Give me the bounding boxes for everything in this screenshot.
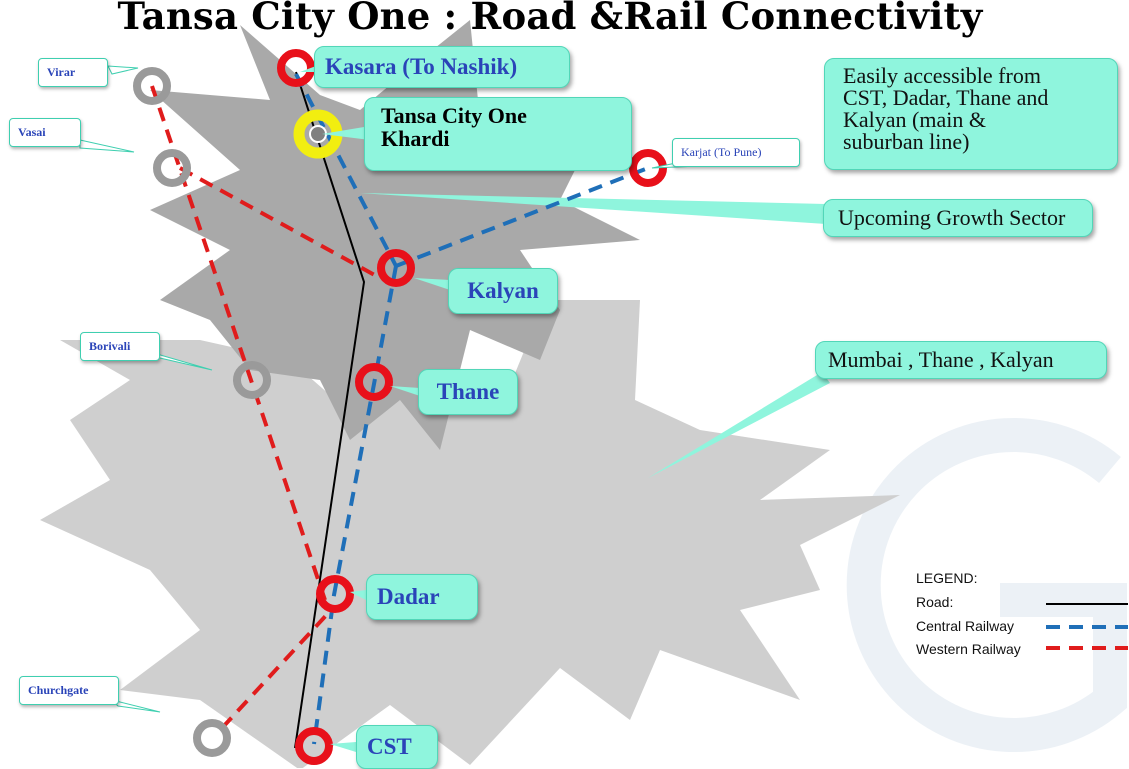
page-title: Tansa City One : Road &Rail Connectivity <box>117 0 983 38</box>
mumbai-region-shape <box>40 300 900 768</box>
mumbai-callout-pointer <box>648 372 830 478</box>
station-callout-pointers <box>300 66 450 752</box>
growth-callout-pointer <box>360 193 826 224</box>
station-label-churchgate: Churchgate <box>19 676 119 705</box>
western-station-rings <box>133 67 271 757</box>
station-label-kasara: Kasara (To Nashik) <box>314 46 570 88</box>
growth-sector-callout: Upcoming Growth Sector <box>823 199 1093 237</box>
station-label-kalyan: Kalyan <box>448 268 558 314</box>
access-line-4: suburban line) <box>843 129 970 154</box>
station-label-borivali: Borivali <box>80 332 160 361</box>
legend-road-label: Road: <box>916 594 954 610</box>
access-line-1: Easily accessible from <box>843 63 1041 88</box>
access-line-3: Kalyan (main & <box>843 107 986 132</box>
station-label-tansa: Tansa City One Khardi <box>364 97 632 171</box>
station-label-virar: Virar <box>38 58 108 87</box>
station-label-thane: Thane <box>418 369 518 415</box>
mumbai-callout: Mumbai , Thane , Kalyan <box>815 341 1107 379</box>
western-railway <box>150 85 381 730</box>
legend-central-label: Central Railway <box>916 618 1015 634</box>
central-railway <box>294 73 649 745</box>
station-label-dadar: Dadar <box>366 574 478 620</box>
tansa-label-line2: Khardi <box>381 126 450 151</box>
station-label-cst: CST <box>356 725 438 769</box>
station-label-karjat: Karjat (To Pune) <box>672 138 800 167</box>
accessibility-callout: Easily accessible from CST, Dadar, Thane… <box>824 58 1118 170</box>
access-line-2: CST, Dadar, Thane and <box>843 85 1049 110</box>
legend-heading: LEGEND: <box>916 570 978 586</box>
tansa-label-line1: Tansa City One <box>381 103 527 128</box>
watermark-logo <box>846 418 1127 752</box>
growth-sector-shape <box>150 20 640 450</box>
legend-western-label: Western Railway <box>916 641 1021 657</box>
station-label-vasai: Vasai <box>9 118 81 147</box>
